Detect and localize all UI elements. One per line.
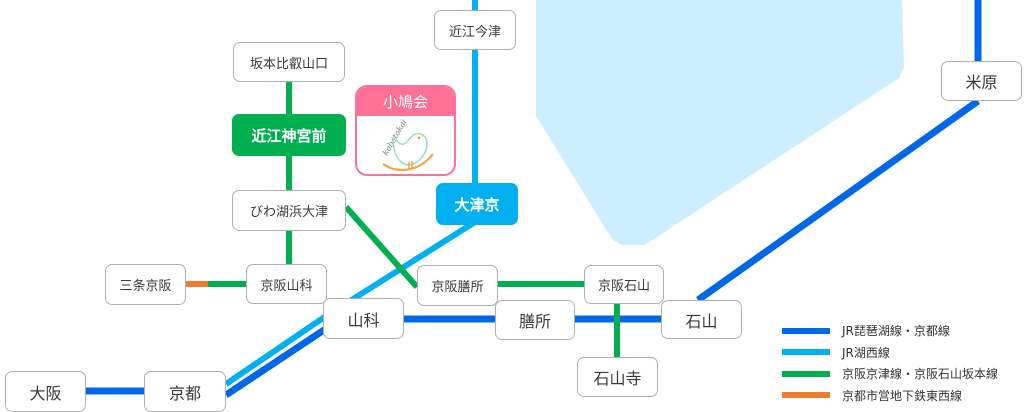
- station-sanjo-keihan[interactable]: 三条京阪: [105, 264, 186, 305]
- legend-swatch: [782, 327, 830, 334]
- legend-item: JR琵琶湖線・京都線: [782, 320, 998, 342]
- legend-label: 京阪京津線・京阪石山坂本線: [842, 367, 999, 382]
- bird-icon: kobatokai: [381, 118, 434, 171]
- legend-swatch: [782, 392, 830, 399]
- station-ishiyama[interactable]: 石山: [661, 300, 742, 339]
- station-keihan-zeze[interactable]: 京阪膳所: [417, 265, 498, 306]
- station-zeze[interactable]: 膳所: [495, 300, 575, 340]
- kobatokai-logo[interactable]: 小鳩会 kobatokai: [355, 85, 456, 176]
- legend-label: JR琵琶湖線・京都線: [842, 324, 950, 339]
- legend-label: 京都市営地下鉄東西線: [842, 388, 963, 403]
- station-keihan-ishiyama[interactable]: 京阪石山: [584, 265, 664, 304]
- legend-item: 京都市営地下鉄東西線: [782, 385, 998, 407]
- station-yamashina[interactable]: 山科: [323, 298, 404, 339]
- logo-title: 小鳩会: [357, 87, 454, 116]
- station-maibara[interactable]: 米原: [941, 61, 1022, 101]
- station-ishiyamadera[interactable]: 石山寺: [577, 357, 658, 397]
- station-biwako-hamaotsu[interactable]: びわ湖浜大津: [232, 190, 346, 231]
- lake-biwa: [536, 0, 904, 245]
- legend-swatch: [782, 349, 830, 356]
- station-kyoto[interactable]: 京都: [144, 371, 226, 412]
- station-omi-jingumae[interactable]: 近江神宮前: [232, 114, 346, 156]
- legend: JR琵琶湖線・京都線 JR湖西線 京阪京津線・京阪石山坂本線 京都市営地下鉄東西…: [782, 320, 998, 406]
- legend-label: JR湖西線: [842, 345, 890, 360]
- legend-item: 京阪京津線・京阪石山坂本線: [782, 363, 998, 385]
- station-keihan-yamashina[interactable]: 京阪山科: [246, 264, 327, 304]
- legend-item: JR湖西線: [782, 342, 998, 364]
- keihan-line: [207, 82, 620, 358]
- station-osaka[interactable]: 大阪: [5, 371, 86, 412]
- station-sakamoto-hieizanguchi[interactable]: 坂本比叡山口: [233, 42, 345, 82]
- station-omi-imazu[interactable]: 近江今津: [434, 10, 516, 50]
- station-otsukyo[interactable]: 大津京: [436, 183, 518, 225]
- legend-swatch: [782, 370, 830, 377]
